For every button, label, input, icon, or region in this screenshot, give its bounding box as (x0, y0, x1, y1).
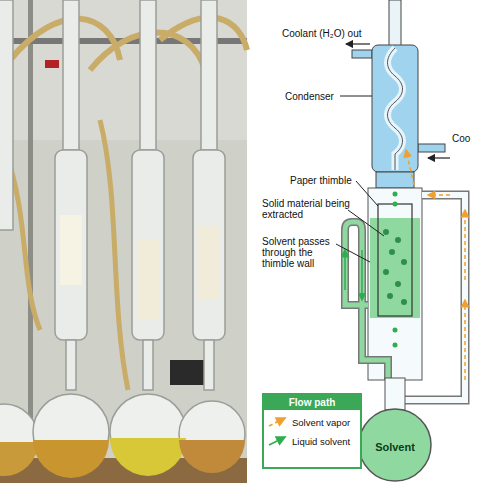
legend-row: Liquid solvent (267, 434, 357, 448)
coolant-label: Coolant (H₂O) out (282, 28, 382, 39)
part-label: Condenser (285, 91, 340, 102)
photo (0, 0, 247, 483)
flask-label: Solvent (357, 441, 433, 453)
legend-row: Solvent vapor (267, 415, 357, 429)
part-label: Solid material being extracted (262, 198, 350, 220)
legend-sample (267, 415, 289, 429)
legend-text: Solvent vapor (292, 417, 350, 428)
legend-box: Flow pathSolvent vaporLiquid solvent (262, 393, 362, 469)
soxhlet-apparatus (336, 0, 465, 410)
legend-header-band: Flow path (264, 395, 360, 410)
legend-text: Liquid solvent (292, 436, 350, 447)
part-label: Solvent passes through the thimble wall (262, 236, 338, 269)
part-label: Paper thimble (290, 175, 360, 186)
coolant-label: Coo (452, 133, 483, 144)
legend-title: Flow path (289, 397, 336, 408)
flask-node: Solvent (357, 407, 433, 483)
legend-sample (267, 434, 289, 448)
